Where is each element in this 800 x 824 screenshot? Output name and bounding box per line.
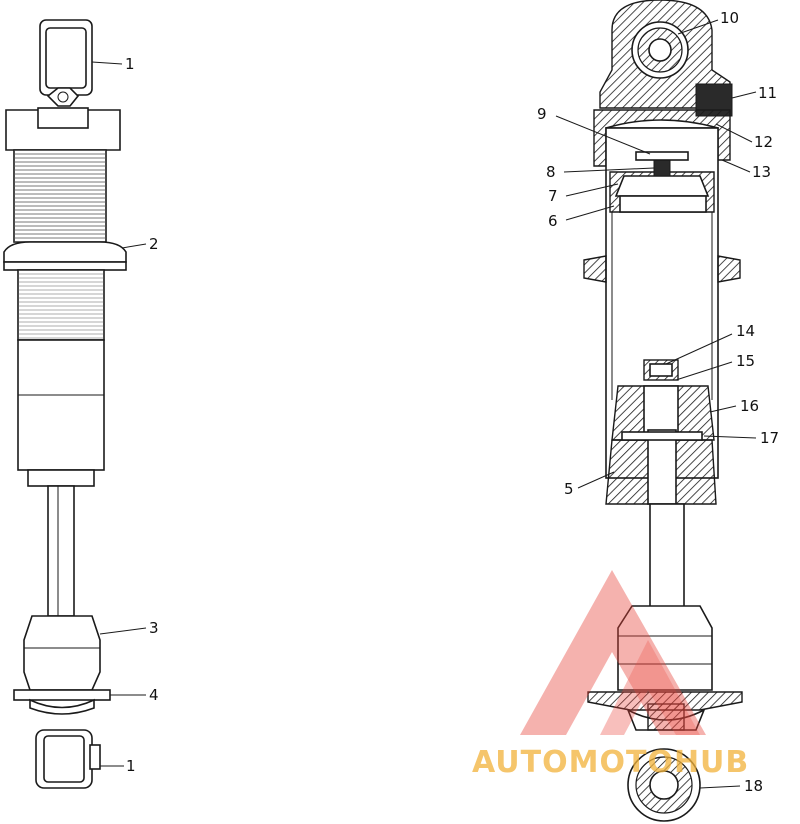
- watermark: AUTOMOTOHUB: [472, 570, 749, 780]
- callout-11: 11: [758, 84, 777, 102]
- callout-7: 7: [548, 187, 558, 205]
- left-shock-exterior: [3, 19, 127, 789]
- right-leader-lines: [555, 19, 757, 789]
- callout-1-bottom: 1: [126, 757, 136, 775]
- callout-14: 14: [736, 322, 755, 340]
- callout-6: 6: [548, 212, 558, 230]
- shaft: [47, 485, 75, 617]
- top-bolt: [46, 87, 80, 107]
- callout-4: 4: [149, 686, 159, 704]
- callout-17: 17: [760, 429, 779, 447]
- adjuster-ring: [3, 241, 127, 263]
- callout-labels: 1 2 3 4 1 10 9 11 12 8 13 7 6 14 15 16 1…: [125, 9, 779, 795]
- callout-9: 9: [537, 105, 547, 123]
- callout-12: 12: [754, 133, 773, 151]
- lower-plate: [13, 689, 111, 701]
- watermark-logo: [520, 570, 706, 735]
- callout-3: 3: [149, 619, 159, 637]
- callout-16: 16: [740, 397, 759, 415]
- cutaway-shaft: [649, 503, 685, 609]
- callout-1-top: 1: [125, 55, 135, 73]
- callout-8: 8: [546, 163, 556, 181]
- callout-10: 10: [720, 9, 739, 27]
- callout-5: 5: [564, 480, 574, 498]
- watermark-text: AUTOMOTOHUB: [472, 745, 749, 780]
- callout-15: 15: [736, 352, 755, 370]
- callout-18: 18: [744, 777, 763, 795]
- cutaway-bump-stop: [617, 605, 713, 691]
- callout-13: 13: [752, 163, 771, 181]
- bump-stop: [23, 615, 101, 691]
- shock-body: [17, 339, 105, 471]
- top-eyelet: [39, 19, 93, 96]
- left-leader-lines: [91, 61, 147, 767]
- callout-2: 2: [149, 235, 159, 253]
- cutaway-lower-plate: [587, 691, 743, 711]
- right-shock-cutaway: [583, 0, 743, 822]
